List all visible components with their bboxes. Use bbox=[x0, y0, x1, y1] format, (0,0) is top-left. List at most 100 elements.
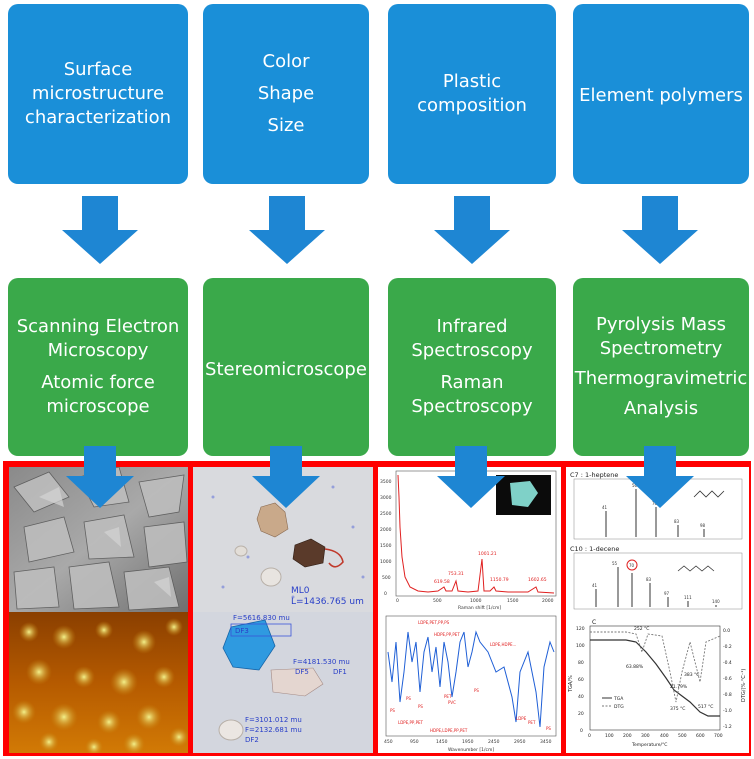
stereo-label-f1: F=3101.012 mu bbox=[245, 716, 302, 724]
tga-y-left-tick: 40 bbox=[578, 694, 584, 700]
ir-x-tick: 950 bbox=[410, 739, 419, 745]
pygc-peak-label: 111 bbox=[684, 595, 692, 600]
tga-y-right-tick: -0.2 bbox=[723, 644, 732, 650]
raman-x-label: Raman shift [1/cm] bbox=[458, 605, 501, 611]
pygc-peak-label: 56 bbox=[632, 483, 638, 488]
raman-peak-label: 753.31 bbox=[448, 571, 464, 577]
box-text-line: Analysis bbox=[623, 398, 699, 419]
tga-y-left-tick: 80 bbox=[578, 660, 584, 666]
box-color-shape-size: Color Shape Size bbox=[203, 4, 369, 184]
tga-y-left-tick: 100 bbox=[576, 643, 585, 649]
box-text-line: Spectroscopy bbox=[411, 340, 533, 361]
box-text-line: Thermogravimetric bbox=[574, 368, 748, 389]
raman-x-tick: 500 bbox=[433, 598, 442, 604]
stereo-image-bottom: F=5616.830 mu DF3 F=4181.530 mu DF5 DF1 … bbox=[193, 612, 373, 753]
raman-peak-label: 1001.21 bbox=[478, 551, 497, 557]
tga-y-right-tick: 0.0 bbox=[723, 628, 730, 634]
tga-y-right-tick: -0.8 bbox=[723, 692, 732, 698]
box-ir-raman: Infrared Spectroscopy Raman Spectroscopy bbox=[388, 278, 556, 456]
raman-y-tick: 2000 bbox=[380, 527, 392, 533]
stereo-label-df3: DF3 bbox=[235, 627, 249, 635]
ir-peak-label: PVC bbox=[448, 700, 456, 705]
box-text-line: Element polymers bbox=[579, 85, 743, 106]
tga-y-right-tick: -0.6 bbox=[723, 676, 732, 682]
raman-peak-label: 1602.65 bbox=[528, 577, 547, 583]
box-text-line: Spectroscopy bbox=[411, 396, 533, 417]
raman-x-tick: 2000 bbox=[542, 598, 554, 604]
box-text-line: Microscopy bbox=[47, 340, 149, 361]
stereo-label-df2: DF2 bbox=[245, 736, 259, 744]
tga-y-right-tick: -0.4 bbox=[723, 660, 732, 666]
ir-x-tick: 2950 bbox=[514, 739, 526, 745]
box-stereomicroscope: Stereomicroscope bbox=[203, 278, 369, 456]
raman-x-tick: 1000 bbox=[470, 598, 482, 604]
ir-peak-label: LDPE bbox=[516, 716, 527, 721]
tga-x-tick: 300 bbox=[641, 733, 650, 739]
box-text-line: Scanning Electron bbox=[16, 316, 180, 337]
tga-y-left-label: TGA/% bbox=[568, 675, 574, 693]
tga-x-tick: 400 bbox=[660, 733, 669, 739]
stereo-label-length: L=1436.765 um bbox=[291, 597, 364, 607]
down-arrow-icon bbox=[626, 446, 694, 508]
tga-y-left-tick: 60 bbox=[578, 677, 584, 683]
tga-y-right-tick: -1.2 bbox=[723, 724, 732, 730]
ir-peak-label: HDPE,LDPE,PP,PET bbox=[430, 728, 468, 733]
pygc-peak-label: 97 bbox=[664, 591, 670, 596]
pygc-peak-label: 55 bbox=[612, 561, 618, 566]
ir-x-label: Wavenumber [1/cm] bbox=[448, 747, 494, 753]
raman-y-tick: 0 bbox=[384, 591, 387, 597]
tga-x-tick: 700 bbox=[714, 733, 723, 739]
pygc-peak-label: 98 bbox=[700, 523, 706, 528]
pygc-peak-label: 140 bbox=[712, 599, 720, 604]
ir-x-tick: 2450 bbox=[488, 739, 500, 745]
tga-label-c: C bbox=[592, 619, 596, 626]
ir-x-tick: 450 bbox=[384, 739, 393, 745]
tga-annotation: 383 °C bbox=[684, 672, 699, 678]
tga-y-left-tick: 20 bbox=[578, 711, 584, 717]
ir-x-tick: 1450 bbox=[436, 739, 448, 745]
down-arrow-icon bbox=[62, 196, 138, 264]
box-text-line: characterization bbox=[24, 107, 172, 128]
ir-peak-label: PET bbox=[444, 694, 452, 699]
box-element-polymers: Element polymers bbox=[573, 4, 749, 184]
stereo-label-f4: F=4181.530 mu bbox=[293, 658, 350, 666]
raman-y-tick: 500 bbox=[382, 575, 391, 581]
afm-image bbox=[9, 612, 188, 753]
stereo-label-ml0: ML0 bbox=[291, 586, 310, 596]
ir-peak-label: HDPE,PP,PET bbox=[434, 632, 460, 637]
box-text-line: Spectrometry bbox=[599, 338, 723, 359]
tga-y-right-label: DTG/(%·°C⁻¹) bbox=[741, 669, 747, 702]
ir-peak-label: PS bbox=[546, 726, 551, 731]
stereo-label-df1: DF1 bbox=[333, 668, 347, 676]
box-surface-microstructure: Surface microstructure characterization bbox=[8, 4, 188, 184]
tga-annotation: 21.79% bbox=[670, 684, 688, 690]
ir-peak-label: PS bbox=[406, 696, 411, 701]
ir-peak-label: LDPE,PET,PP,PS bbox=[418, 620, 450, 625]
tga-chart: C 252 °C 383 °C 375 °C 517 °C 63.88% 21.… bbox=[566, 612, 749, 753]
stereo-label-f3: F=5616.830 mu bbox=[233, 614, 290, 622]
raman-y-tick: 3000 bbox=[380, 495, 392, 501]
raman-peak-label: 1150.79 bbox=[490, 577, 509, 583]
ir-peak-label: LDPE,PP,PET bbox=[398, 720, 424, 725]
down-arrow-icon bbox=[437, 446, 505, 508]
down-arrow-icon bbox=[434, 196, 510, 264]
down-arrow-icon bbox=[252, 446, 320, 508]
stereo-label-f2: F=2132.681 mu bbox=[245, 726, 302, 734]
box-text-line: Color bbox=[262, 51, 310, 72]
tga-y-left-tick: 0 bbox=[580, 728, 583, 734]
raman-y-tick: 1000 bbox=[380, 559, 392, 565]
box-text-line: microscope bbox=[46, 396, 150, 417]
box-text-line: Surface bbox=[63, 59, 133, 80]
tga-y-right-tick: -1.0 bbox=[723, 708, 732, 714]
tga-x-tick: 100 bbox=[605, 733, 614, 739]
box-text-line: microstructure bbox=[31, 83, 165, 104]
ir-x-tick: 3450 bbox=[540, 739, 552, 745]
box-text-line: Pyrolysis Mass bbox=[596, 314, 726, 335]
box-text-line: Atomic force bbox=[41, 372, 155, 393]
tga-y-left-tick: 120 bbox=[576, 626, 585, 632]
ir-x-tick: 1950 bbox=[462, 739, 474, 745]
raman-x-tick: 0 bbox=[396, 598, 399, 604]
pygc-title-heptene: C7 : 1-heptene bbox=[570, 471, 618, 479]
tga-annotation: 252 °C bbox=[634, 626, 649, 632]
raman-y-tick: 3500 bbox=[380, 479, 392, 485]
